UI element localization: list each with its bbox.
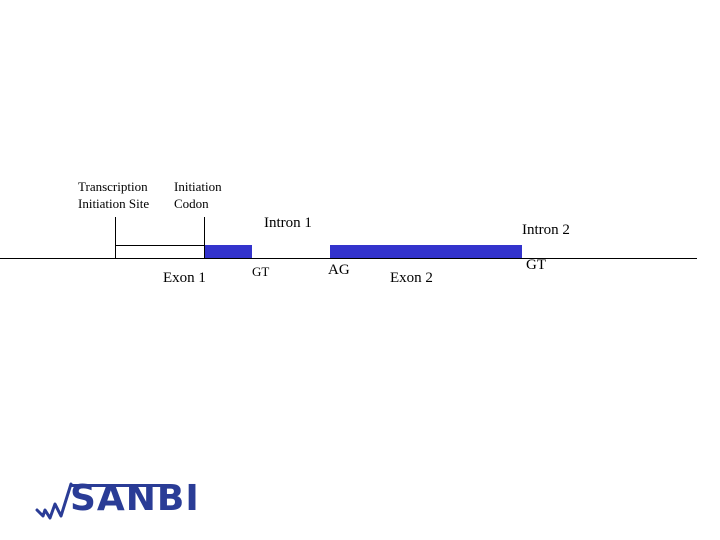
exon-2-label: Exon 2 (390, 270, 433, 286)
gt-splice-site-label-1: GT (252, 264, 270, 279)
sanbi-logo-mark (35, 482, 73, 520)
gt-splice-site-label-2: GT (526, 257, 546, 273)
tss-label-line1: Transcription (78, 179, 148, 194)
exon-1-block (205, 245, 252, 258)
exon-1-label: Exon 1 (163, 270, 206, 286)
initiation-codon-marker-line (204, 217, 205, 258)
initiation-codon-label-line2: Codon (174, 196, 209, 211)
ag-splice-site-label: AG (328, 262, 350, 278)
exon-2-block (330, 245, 522, 258)
initiation-codon-label-line1: Initiation (174, 179, 222, 194)
sanbi-logo-rule (70, 484, 170, 487)
genomic-dna-line (0, 258, 697, 259)
intron-1-label: Intron 1 (264, 215, 312, 231)
utr-top-line (115, 245, 204, 246)
intron-2-label: Intron 2 (522, 222, 570, 238)
tss-label-line2: Initiation Site (78, 196, 150, 211)
tss-marker-line (115, 217, 116, 258)
sanbi-logo-text: SANBI (70, 478, 200, 519)
